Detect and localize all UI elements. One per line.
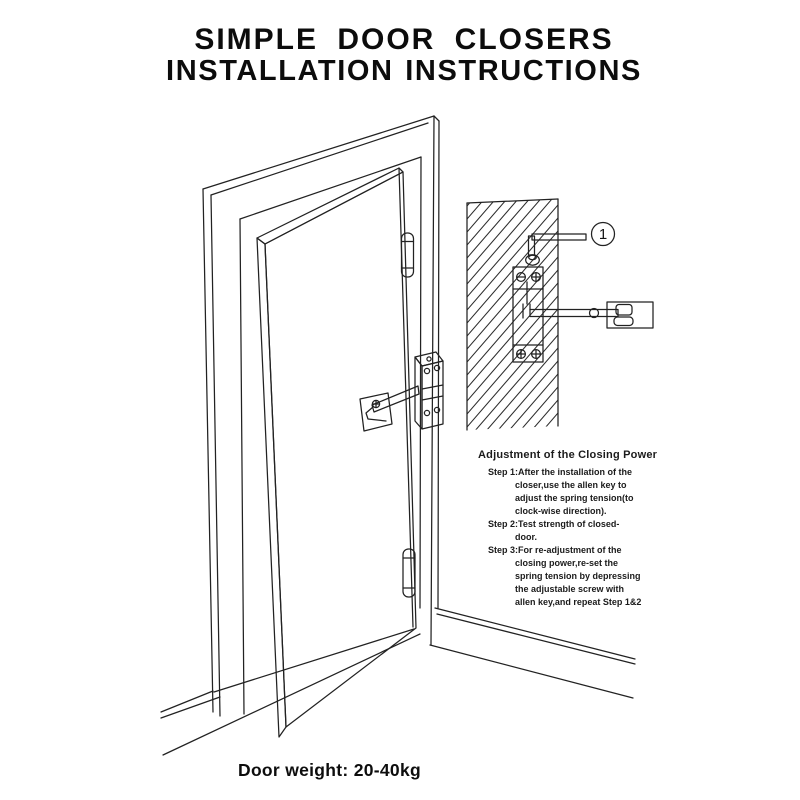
inset-closer-body [512,266,544,363]
allen-key [525,233,587,266]
door [256,167,417,738]
callout-1: 1 [590,221,616,247]
inset-bracket [606,301,654,329]
door-closer-body [414,351,444,430]
inset-arm [529,307,619,319]
step-2-line: door. [515,532,537,542]
hinge-top [400,232,415,278]
baseboard-right [434,607,636,665]
baseboard-left [160,690,221,719]
step-2-line: Step 2:Test strength of closed- [488,519,620,529]
door-weight-note: Door weight: 20-40kg [238,760,421,780]
page-title: SIMPLE DOOR CLOSERS INSTALLATION INSTRUC… [4,24,800,87]
adjustment-heading: Adjustment of the Closing Power [478,449,658,461]
hinge-bottom [402,548,416,598]
step-3-line: spring tension by depressing [515,571,641,581]
adjustment-instructions: Adjustment of the Closing Power Step 1:A… [472,449,692,609]
step-1-line: adjust the spring tension(to [515,493,634,503]
closer-arm [365,385,420,422]
step-3-line: closing power,re-set the [515,558,619,568]
inset-panel-edges [466,198,559,431]
door-frame [202,115,440,717]
detail-inset: 1 [466,198,654,431]
step-1-line: closer,use the allen key to [515,480,627,490]
mounting-plate [359,392,393,432]
title-line-2: INSTALLATION INSTRUCTIONS [166,55,642,87]
step-3-line: the adjustable screw with [515,584,625,594]
step-1-line: Step 1:After the installation of the [488,467,633,477]
step-3-line: Step 3:For re-adjustment of the [488,545,622,555]
title-line-1: SIMPLE DOOR CLOSERS [194,23,614,56]
step-3-line: allen key,and repeat Step 1&2 [515,597,642,607]
callout-1-label: 1 [599,226,607,243]
step-1-line: clock-wise direction). [515,506,607,516]
floor-lines [162,628,634,756]
